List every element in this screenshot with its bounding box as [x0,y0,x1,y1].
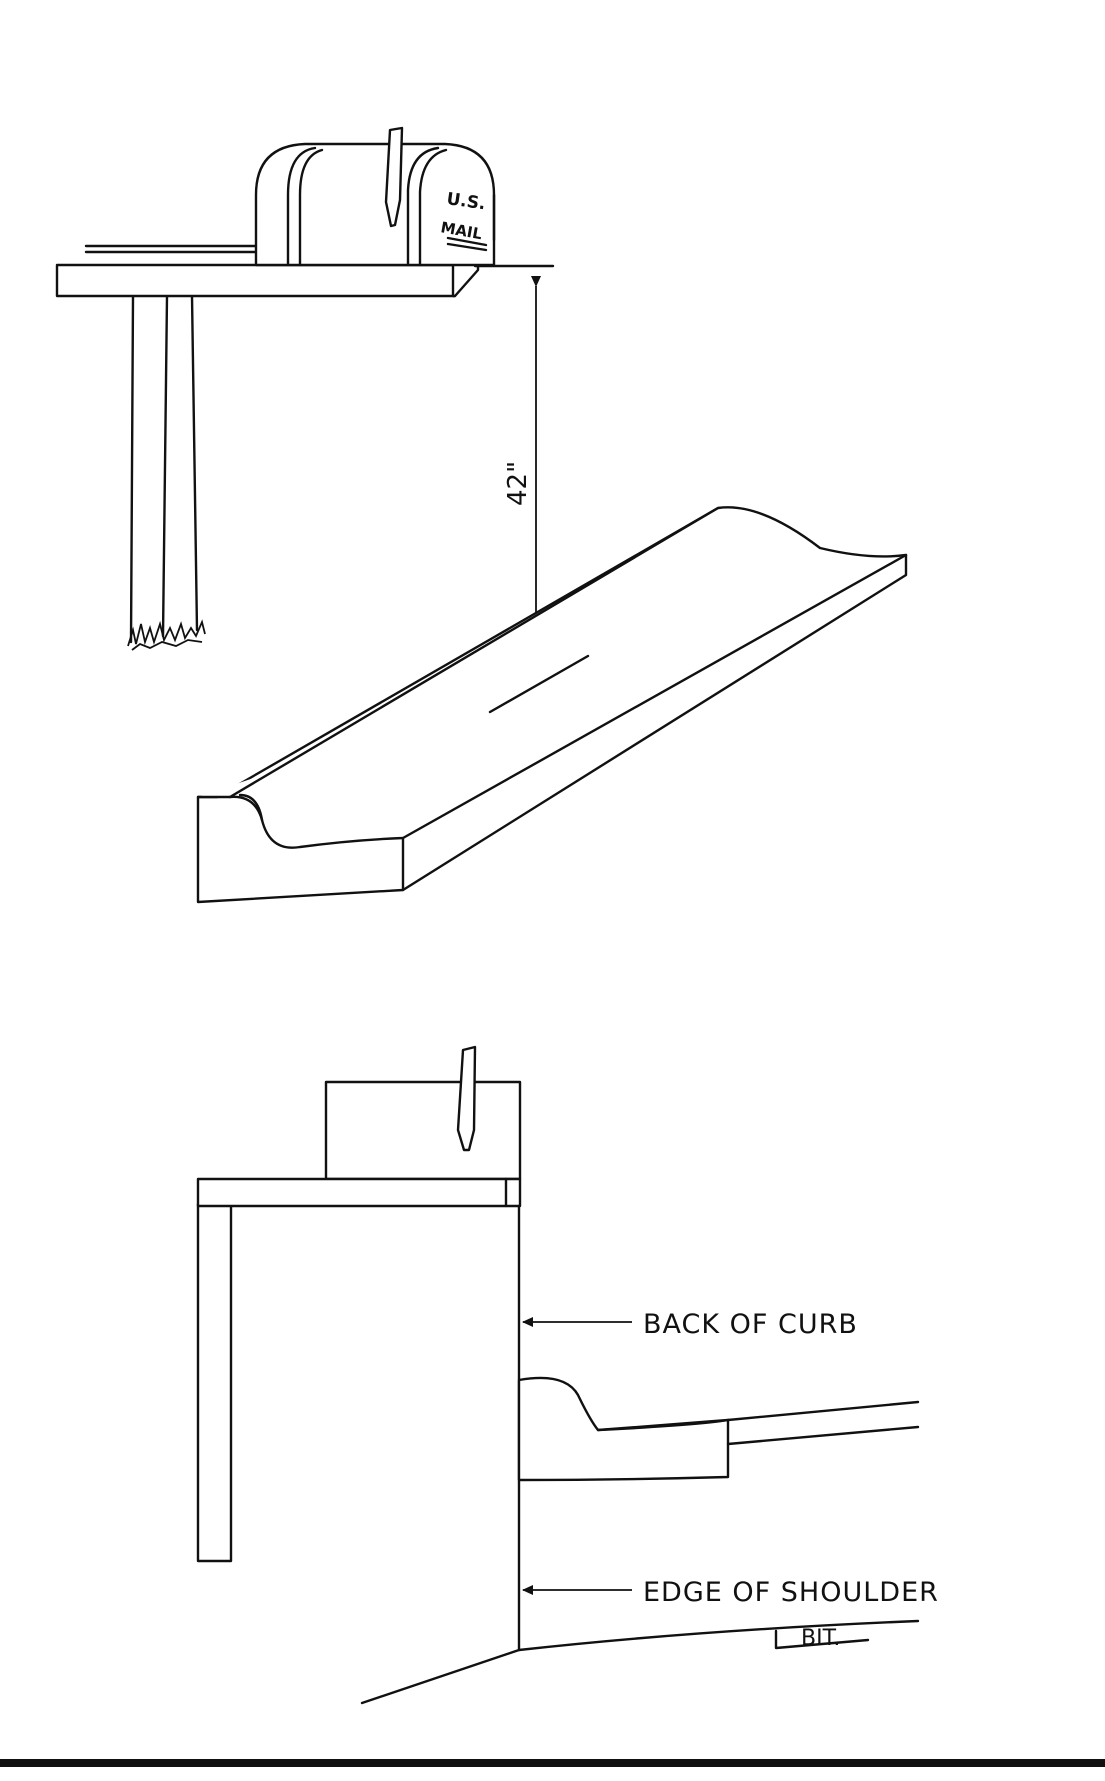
edge-of-shoulder-label: EDGE OF SHOULDER [643,1577,939,1608]
shoulder-surface: BIT. [360,1619,920,1705]
perspective-view: U.S. MAIL 42" [55,126,908,904]
platform-side [196,1177,522,1208]
height-dimension-label: 42" [503,461,533,506]
curb-profile [517,1376,920,1482]
mailbox-post [127,294,206,651]
mailbox-side [324,1080,522,1181]
mailbox-flag [384,126,404,228]
page-bottom-rule [0,1759,1105,1767]
curb-isometric [196,506,908,904]
mailbox: U.S. MAIL [254,142,496,267]
side-view: BIT. BACK OF CURB EDGE OF SHOULDER [196,1045,939,1705]
mailbox-flag-side [456,1045,477,1152]
post-side [196,1202,233,1563]
back-of-curb-label: BACK OF CURB [643,1309,858,1340]
curb-gutter-line [488,654,590,714]
bit-label: BIT. [801,1626,840,1651]
